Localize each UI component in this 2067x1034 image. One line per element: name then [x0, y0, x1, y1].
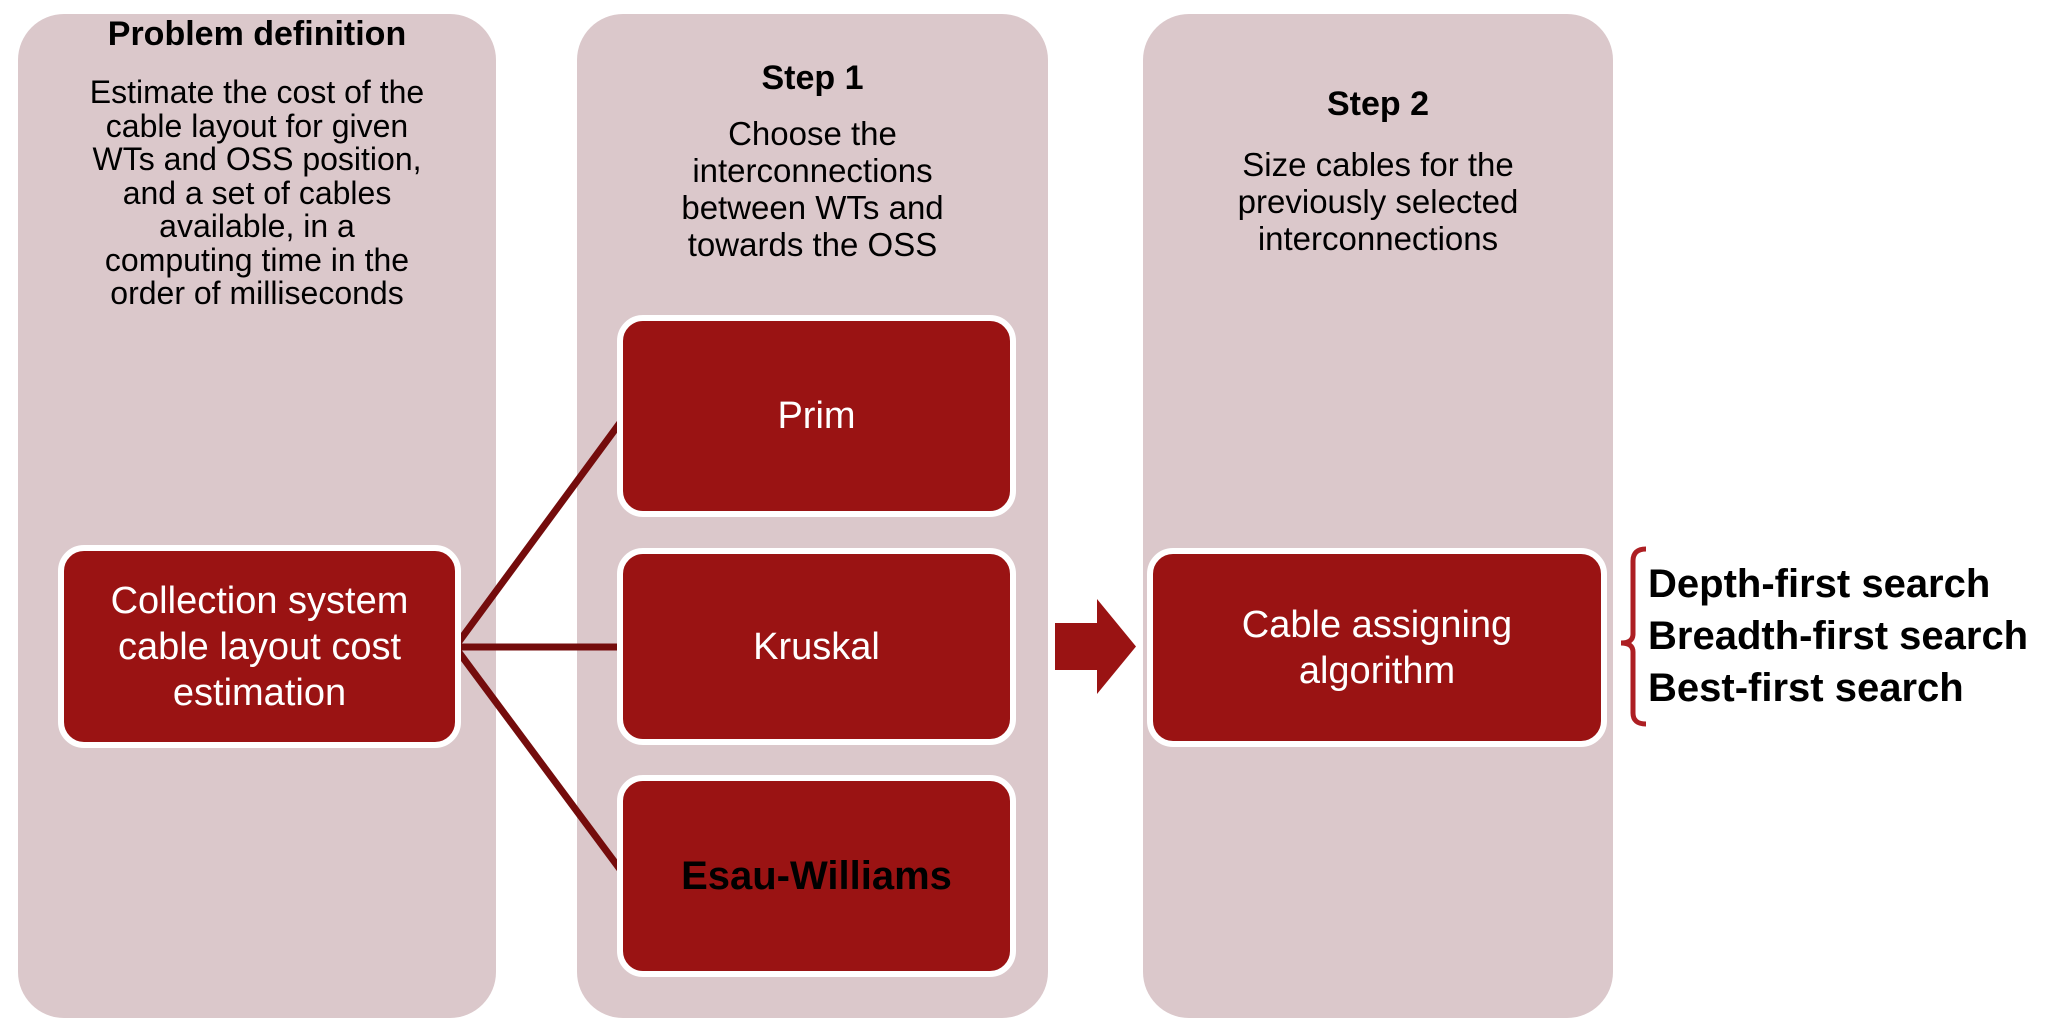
search-method-depth-first: Depth-first search	[1648, 562, 1991, 606]
search-methods-list: Depth-first search Breadth-first search …	[1648, 558, 2028, 714]
node-esau-williams: Esau-Williams	[617, 775, 1016, 977]
node-prim: Prim	[617, 315, 1016, 517]
brace-icon	[1620, 546, 1647, 727]
step-1-body: Choose the interconnections between WTs …	[681, 115, 944, 263]
step-1-title: Step 1	[761, 59, 864, 97]
node-esau-williams-label: Esau-Williams	[681, 854, 952, 898]
step-2-title: Step 2	[1326, 85, 1430, 123]
problem-definition-body: Estimate the cost of the cable layout fo…	[89, 74, 425, 311]
node-kruskal: Kruskal	[617, 548, 1016, 745]
node-cable-assigning-label: Cable assigning algorithm	[1241, 603, 1513, 692]
node-prim-label: Prim	[777, 395, 856, 437]
problem-definition-title: Problem definition	[107, 15, 407, 53]
node-cable-assigning: Cable assigning algorithm	[1147, 548, 1607, 747]
step-2-body: Size cables for the previously selected …	[1237, 146, 1519, 257]
connector-line-prim	[452, 413, 628, 650]
node-collection-system: Collection system cable layout cost esti…	[58, 545, 461, 748]
search-method-breadth-first: Breadth-first search	[1648, 614, 2029, 658]
connector-line-esau-williams	[452, 644, 628, 879]
panel-step-2	[1143, 14, 1613, 1018]
flow-arrow-icon	[1055, 599, 1136, 694]
search-method-best-first: Best-first search	[1648, 666, 1964, 710]
node-kruskal-label: Kruskal	[753, 625, 880, 668]
panel-problem-definition	[18, 14, 496, 1018]
node-collection-system-label: Collection system cable layout cost esti…	[110, 579, 409, 714]
